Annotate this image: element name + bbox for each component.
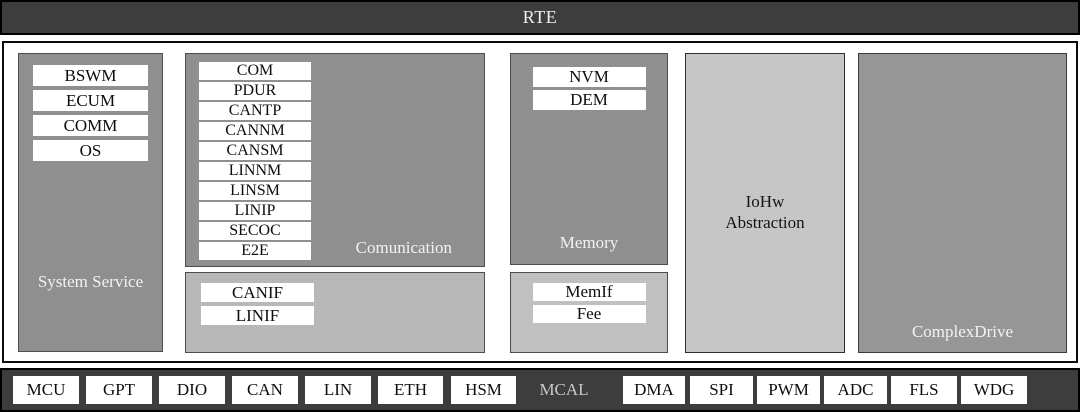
iohw-abstraction-label: IoHw Abstraction [686,191,844,233]
chip-spi: SPI [690,376,753,404]
chip-secoc: SECOC [199,222,311,240]
chip-dem: DEM [532,90,646,110]
chip-pdur: PDUR [199,82,311,100]
chip-cansm: CANSM [199,142,311,160]
chip-eth: ETH [378,376,443,404]
communication-modules: COM PDUR CANTP CANNM CANSM LINNM LINSM L… [199,62,311,260]
chip-e2e: E2E [199,242,311,260]
chip-linip: LINIP [199,202,311,220]
memory-label: Memory [559,233,619,252]
chip-dio: DIO [159,376,225,404]
chip-ecum: ECUM [33,90,148,111]
memory-modules: NVM DEM [511,67,667,110]
chip-gpt: GPT [86,376,152,404]
chip-comm: COMM [33,115,148,136]
rte-label: RTE [522,7,558,27]
system-service-label: System Service [37,272,144,291]
memory-interface-modules: MemIf Fee [511,283,667,323]
can-lin-interface-modules: CANIF LINIF [201,283,314,325]
chip-com: COM [199,62,311,80]
system-service-modules: BSWM ECUM COMM OS [19,65,162,161]
rte-layer-bar: RTE [0,0,1080,35]
chip-pwm: PWM [757,376,820,404]
can-lin-interface-block: CANIF LINIF [185,272,485,353]
chip-nvm: NVM [532,67,646,87]
chip-canif: CANIF [201,283,314,302]
chip-dma: DMA [623,376,685,404]
iohw-label-line2: Abstraction [725,213,805,232]
chip-wdg: WDG [961,376,1027,404]
complex-drive-label: ComplexDrive [911,322,1014,341]
chip-memif: MemIf [532,283,646,301]
chip-linnm: LINNM [199,162,311,180]
mcal-label: MCAL [539,380,589,399]
chip-hsm: HSM [451,376,516,404]
memory-block: NVM DEM Memory [510,53,668,265]
chip-linif: LINIF [201,306,314,325]
chip-mcu: MCU [13,376,79,404]
chip-fee: Fee [532,305,646,323]
chip-lin: LIN [305,376,371,404]
communication-label: Comunication [355,238,452,257]
chip-cannm: CANNM [199,122,311,140]
system-service-block: BSWM ECUM COMM OS System Service [18,53,163,352]
iohw-abstraction-block: IoHw Abstraction [685,53,845,353]
chip-cantp: CANTP [199,102,311,120]
chip-bswm: BSWM [33,65,148,86]
iohw-label-line1: IoHw [745,192,785,211]
mcal-layer-bar: MCU GPT DIO CAN LIN ETH HSM MCAL DMA SPI… [0,368,1080,412]
chip-can: CAN [232,376,298,404]
chip-adc: ADC [824,376,887,404]
chip-fls: FLS [891,376,957,404]
complex-drive-block: ComplexDrive [858,53,1067,353]
chip-os: OS [33,140,148,161]
chip-linsm: LINSM [199,182,311,200]
communication-block: COM PDUR CANTP CANNM CANSM LINNM LINSM L… [185,53,485,267]
memory-interface-block: MemIf Fee [510,272,668,353]
